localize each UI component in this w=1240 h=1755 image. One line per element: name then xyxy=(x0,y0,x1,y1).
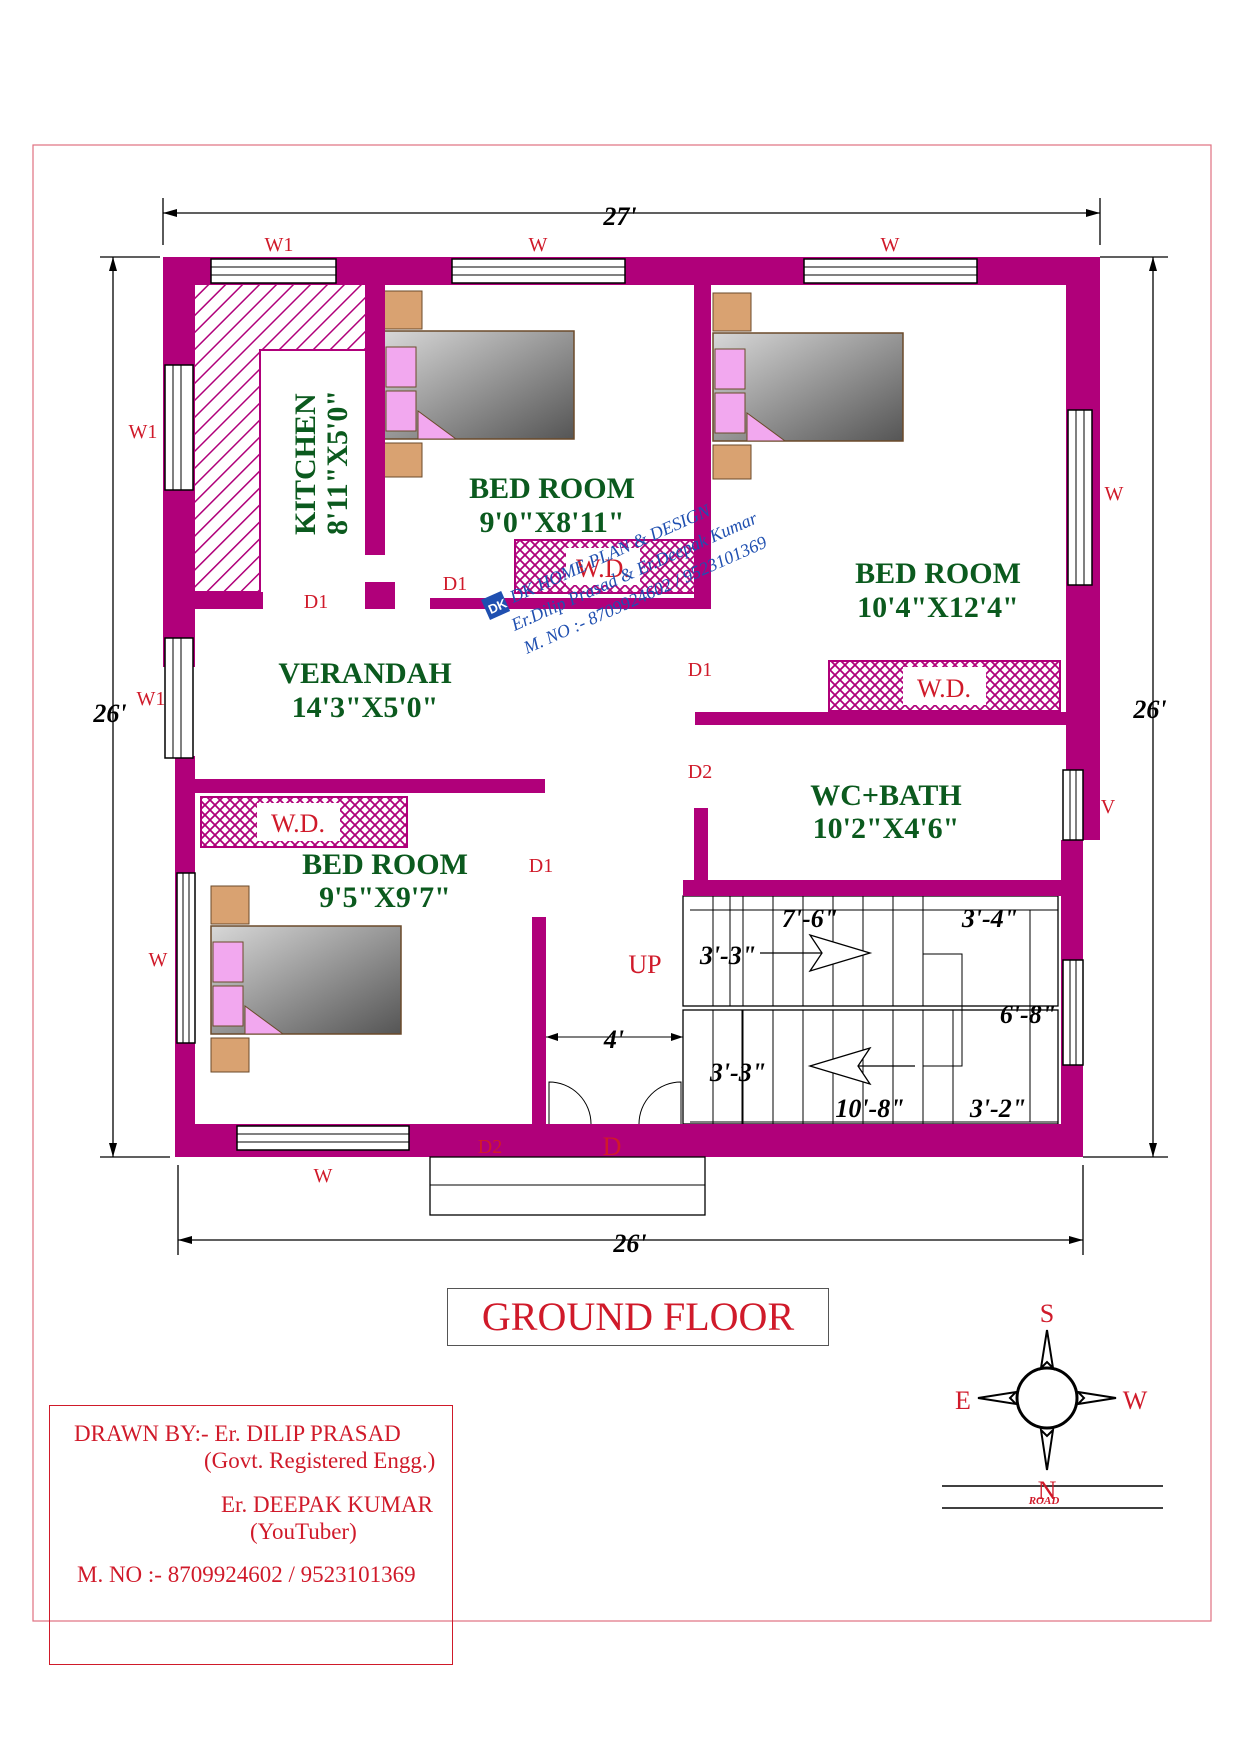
wardrobe-right-label: W.D. xyxy=(917,674,971,703)
label-d1-kitchen: D1 xyxy=(304,591,328,613)
dim-stair-bottom-run: 10'-8" xyxy=(835,1094,904,1123)
dim-stair-flight-lower: 3'-3" xyxy=(709,1058,766,1087)
label-d2-bottom: D2 xyxy=(478,1136,502,1158)
dim-bottom-width: 26' xyxy=(612,1229,646,1258)
label-w-right-upper: W xyxy=(1105,483,1124,505)
wc-bath-size: 10'2"X4'6" xyxy=(813,812,960,845)
label-d2-bath: D2 xyxy=(688,761,712,783)
credit-phone: M. NO :- 8709924602 / 9523101369 xyxy=(77,1562,416,1587)
road-label: ROAD xyxy=(1028,1495,1060,1507)
dim-stair-height: 6'-8" xyxy=(1000,1000,1056,1029)
credit-second-title: (YouTuber) xyxy=(250,1519,357,1544)
bedroom-left-name: BED ROOM xyxy=(302,848,468,881)
compass-west: W xyxy=(1123,1386,1148,1415)
verandah-size: 14'3"X5'0" xyxy=(292,691,439,724)
page-title: GROUND FLOOR xyxy=(447,1288,829,1346)
compass-north: N xyxy=(1038,1476,1057,1505)
compass-icon xyxy=(942,1329,1163,1509)
label-w1-left-upper: W1 xyxy=(129,421,158,443)
dimension-lines xyxy=(100,198,1168,1255)
dim-stair-top-landing: 3'-4" xyxy=(961,904,1018,933)
kitchen-name: KITCHEN xyxy=(289,393,322,535)
bedroom-left-size: 9'5"X9'7" xyxy=(319,881,451,914)
dim-stair-bottom-landing: 3'-2" xyxy=(969,1094,1026,1123)
bedroom-right-name: BED ROOM xyxy=(855,557,1021,590)
dim-entry-width: 4' xyxy=(603,1025,624,1054)
label-v-right: V xyxy=(1101,796,1116,818)
dim-top-width: 27' xyxy=(602,202,636,231)
label-d1-bedroom-mid: D1 xyxy=(443,573,467,595)
bedroom-mid-size: 9'0"X8'11" xyxy=(480,506,625,539)
label-w-bottom: W xyxy=(314,1165,333,1187)
credit-drawn-by: DRAWN BY:- Er. DILIP PRASAD xyxy=(74,1421,401,1446)
svg-text:DK: DK xyxy=(486,595,510,617)
bed-middle xyxy=(383,290,575,478)
label-w-top-right: W xyxy=(881,234,900,256)
label-d1-bedroom-left: D1 xyxy=(529,855,553,877)
credit-box xyxy=(49,1405,453,1665)
label-w-left-lower: W xyxy=(149,949,168,971)
label-d1-bedroom-right: D1 xyxy=(688,659,712,681)
label-w1-left-mid: W1 xyxy=(137,688,166,710)
sheet-border xyxy=(32,144,1212,1622)
label-w-top-mid: W xyxy=(529,234,548,256)
bed-right xyxy=(712,292,904,480)
staircase xyxy=(682,895,1059,1125)
bedroom-right-size: 10'4"X12'4" xyxy=(857,591,1019,624)
wardrobe-mid-label-bg xyxy=(566,548,640,585)
label-d-main: D xyxy=(603,1132,622,1161)
wardrobe-right-label-bg xyxy=(903,667,986,705)
compass-east: E xyxy=(955,1386,971,1415)
wardrobe-left-label: W.D. xyxy=(271,809,325,838)
wc-bath-name: WC+BATH xyxy=(810,779,962,812)
label-w1-top: W1 xyxy=(265,234,294,256)
dim-stair-top-run: 7'-6" xyxy=(782,904,838,933)
wardrobe-mid-label: W.D. xyxy=(576,554,630,583)
main-door xyxy=(429,1081,706,1216)
compass-south: S xyxy=(1040,1299,1054,1328)
dim-stair-flight-upper: 3'-3" xyxy=(699,941,756,970)
bedroom-mid-name: BED ROOM xyxy=(469,472,635,505)
label-up: UP xyxy=(628,950,661,979)
dim-left-height: 26' xyxy=(92,699,126,728)
credit-second: Er. DEEPAK KUMAR xyxy=(221,1492,433,1517)
windows xyxy=(164,258,1093,1151)
dim-right-height: 26' xyxy=(1132,695,1166,724)
credit-drawn-by-title: (Govt. Registered Engg.) xyxy=(204,1448,436,1473)
verandah-name: VERANDAH xyxy=(278,657,451,690)
wardrobe-left-label-bg xyxy=(257,803,340,841)
kitchen-size: 8'11"X5'0" xyxy=(321,390,354,535)
